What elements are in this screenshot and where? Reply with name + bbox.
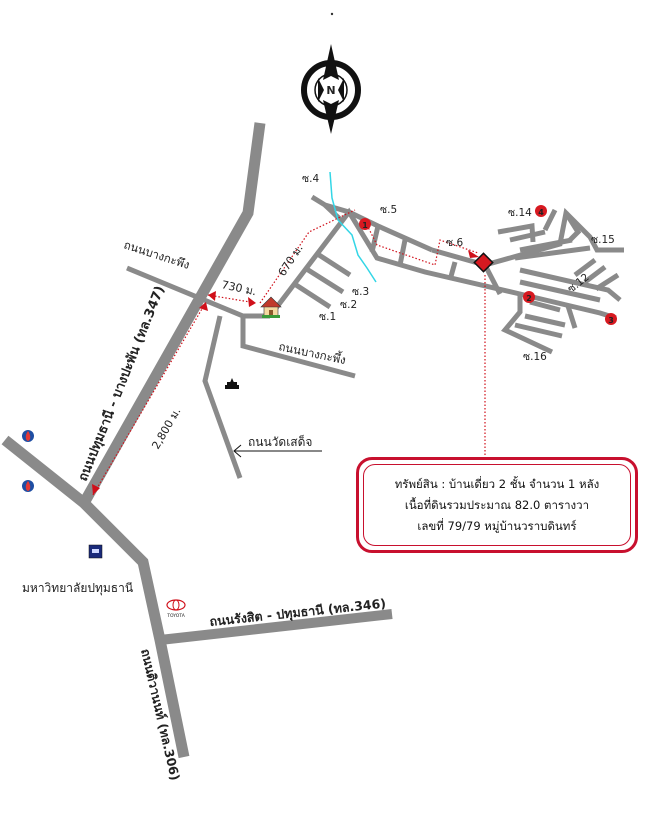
university-icon	[88, 544, 103, 559]
label-soi-5: ซ.5	[380, 204, 397, 216]
north-compass-icon: N	[301, 44, 361, 134]
toyota-label: TOYOTA	[166, 613, 185, 619]
marker-2: 2	[523, 291, 535, 303]
road-pathum-bangphun	[79, 122, 266, 506]
property-info-box: ทรัพย์สิน : บ้านเดี่ยว 2 ชั้น จำนวน 1 หล…	[356, 457, 638, 553]
temple-icon	[225, 378, 239, 389]
distance-730: 730 ม.	[220, 278, 257, 298]
label-wat-sadet: ถนนวัดเสด็จ	[248, 434, 312, 449]
road-bang-kaphung-lower	[240, 316, 356, 379]
top-dot	[330, 12, 334, 16]
canal	[329, 171, 377, 283]
label-soi-14: ซ.14	[508, 207, 532, 219]
property-marker-icon	[473, 252, 494, 273]
house-icon	[260, 296, 282, 318]
label-soi-15: ซ.15	[591, 234, 615, 246]
property-info-inner: ทรัพย์สิน : บ้านเดี่ยว 2 ชั้น จำนวน 1 หล…	[363, 464, 631, 546]
marker-3: 3	[605, 313, 617, 325]
distance-2800: 2,800 ม.	[149, 405, 183, 451]
road-rangsit-pathum	[159, 609, 393, 645]
route-lines	[92, 209, 486, 496]
label-soi-16: ซ.16	[523, 351, 547, 363]
label-bang-kaphung-top: ถนนบางกะพึง	[122, 238, 191, 272]
university-label: มหาวิทยาลัยปทุมธานี	[22, 581, 133, 596]
marker-1: 1	[359, 218, 371, 230]
label-soi-2: ซ.2	[340, 299, 357, 311]
gas-station-icon	[22, 480, 34, 492]
label-soi-6: ซ.6	[446, 237, 463, 249]
gas-station-icon	[22, 430, 34, 442]
road-tiwanon	[1, 435, 190, 759]
property-info-line-3: เลขที่ 79/79 หมู่บ้านวราบดินทร์	[417, 518, 577, 533]
property-info-line-1: ทรัพย์สิน : บ้านเดี่ยว 2 ชั้น จำนวน 1 หล…	[394, 476, 600, 491]
north-label: N	[326, 84, 335, 97]
label-soi-12: ซ.12	[565, 271, 591, 295]
road-wat-sadet	[202, 315, 243, 479]
property-info-line-2: เนื้อที่ดินรวมประมาณ 82.0 ตารางวา	[404, 497, 590, 512]
svg-text:1: 1	[362, 221, 368, 230]
toyota-icon: TOYOTA	[166, 599, 186, 619]
secondary-roads	[126, 194, 624, 479]
label-soi-4: ซ.4	[302, 173, 319, 185]
svg-text:4: 4	[538, 208, 544, 217]
svg-text:3: 3	[608, 316, 614, 325]
highways	[1, 122, 393, 759]
route-arrows	[92, 250, 479, 495]
svg-text:2: 2	[526, 294, 532, 303]
marker-4: 4	[535, 205, 547, 217]
label-soi-3: ซ.3	[352, 286, 369, 298]
wat-sadet-arrow	[233, 444, 322, 458]
label-soi-1: ซ.1	[319, 311, 336, 323]
